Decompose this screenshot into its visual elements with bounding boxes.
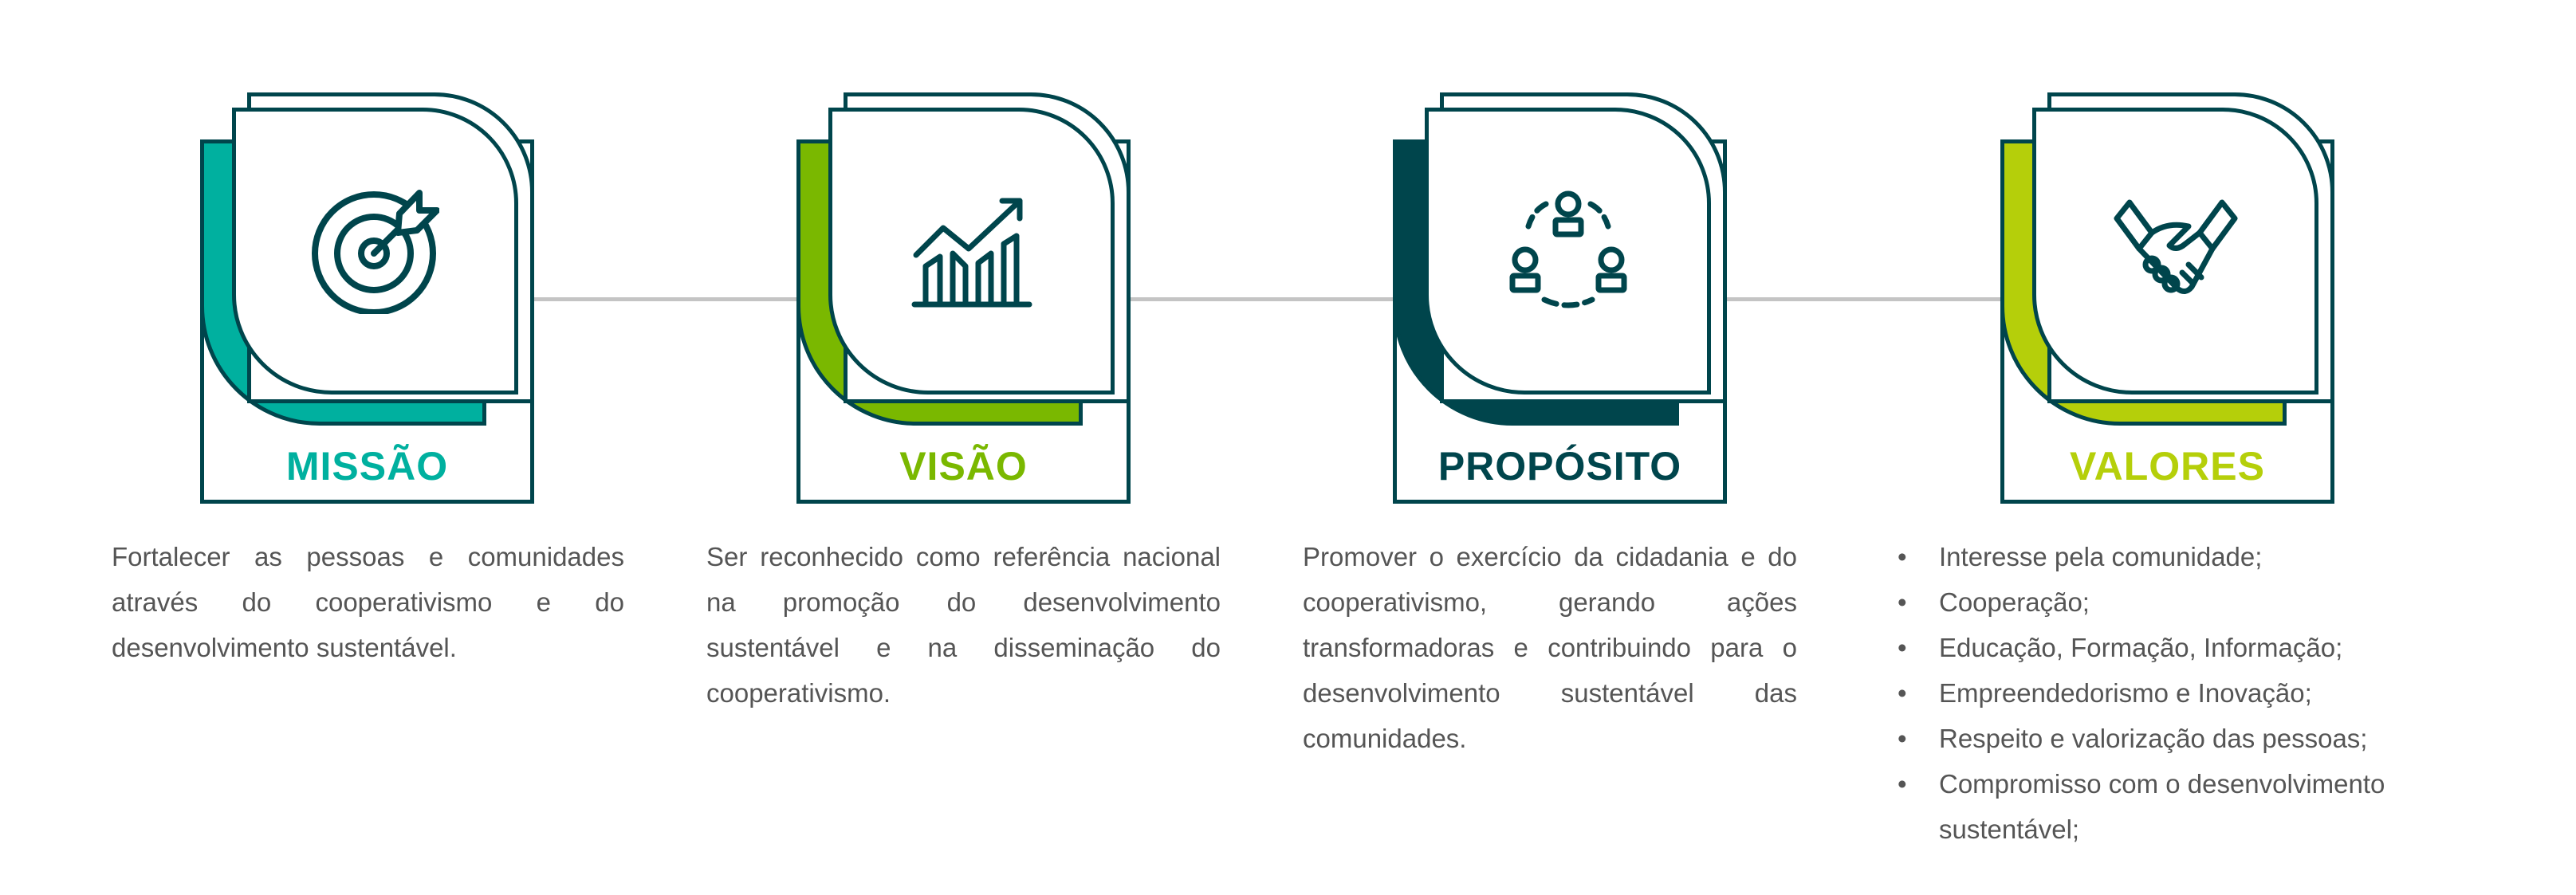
card-proposito: PROPÓSITO bbox=[1393, 92, 1728, 507]
card-valores: VALORES bbox=[2000, 92, 2335, 507]
card-title: VALORES bbox=[2070, 444, 2265, 489]
front-panel bbox=[2032, 108, 2318, 395]
list-item: Interesse pela comunidade; bbox=[1898, 534, 2488, 579]
list-item: Respeito e valorização das pessoas; bbox=[1898, 716, 2488, 761]
visao-description: Ser reconhecido como referência nacional… bbox=[706, 542, 1221, 708]
community-people-icon bbox=[1509, 190, 1627, 308]
list-item: Empreendedorismo e Inovação; bbox=[1898, 670, 2488, 716]
card-title: MISSÃO bbox=[285, 444, 449, 489]
missao-description: Fortalecer as pessoas e comunidades atra… bbox=[112, 542, 624, 662]
valores-list: Interesse pela comunidade; Cooperação; E… bbox=[1898, 534, 2488, 852]
list-item: Compromisso com o desenvolvimento susten… bbox=[1898, 761, 2488, 852]
target-arrow-icon bbox=[312, 190, 439, 314]
list-item: Cooperação; bbox=[1898, 579, 2488, 625]
front-panel bbox=[1425, 108, 1711, 395]
card-title: VISÃO bbox=[899, 444, 1028, 489]
growth-chart-icon bbox=[911, 198, 1032, 308]
card-missao: MISSÃO bbox=[200, 92, 535, 507]
list-item: Educação, Formação, Informação; bbox=[1898, 625, 2488, 670]
handshake-icon bbox=[2114, 199, 2238, 294]
card-visao: VISÃO bbox=[796, 92, 1131, 507]
proposito-description: Promover o exercício da cidadania e do c… bbox=[1303, 542, 1797, 753]
connector-line bbox=[534, 297, 2001, 301]
card-title: PROPÓSITO bbox=[1437, 444, 1682, 489]
front-panel bbox=[828, 108, 1115, 395]
